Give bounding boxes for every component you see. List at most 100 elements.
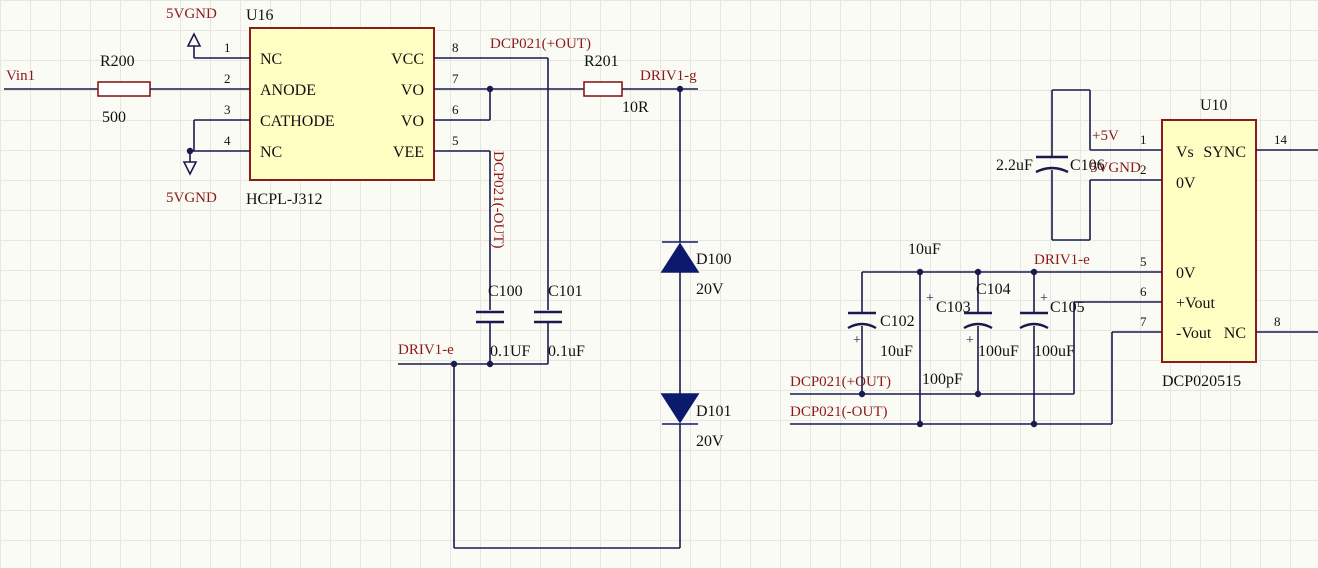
- u16-pin-6-number: 6: [452, 102, 459, 117]
- c103-polarity: +: [926, 291, 934, 306]
- u16-pin-3-number: 3: [224, 102, 231, 117]
- u10-pin-8-name: NC: [1224, 325, 1246, 342]
- capacitor-c105[interactable]: + C105 100uF: [1019, 291, 1085, 360]
- capacitor-c101[interactable]: C101 0.1uF: [534, 283, 585, 360]
- u16-designator: U16: [246, 7, 274, 24]
- net-label-dcp-pos-top: DCP021(+OUT): [490, 36, 591, 52]
- resistor-r200[interactable]: R200 500: [97, 53, 151, 126]
- u10-body[interactable]: [1161, 119, 1257, 363]
- net-label-vgnd-u10: 5VGND: [1090, 160, 1141, 176]
- u10-pin-14-number: 14: [1274, 132, 1288, 147]
- net-label-driv-e-left: DRIV1-e: [398, 342, 454, 358]
- capacitor-c100[interactable]: C100 0.1UF: [476, 283, 531, 360]
- resistor-r201-body[interactable]: [583, 81, 623, 97]
- u16-pin-8-number: 8: [452, 40, 459, 55]
- u10-pin-1-name: Vs: [1176, 144, 1194, 161]
- u10-pin-7-name: -Vout: [1176, 325, 1212, 342]
- net-label-driv-g: DRIV1-g: [640, 68, 697, 84]
- c104-polarity: +: [966, 333, 974, 348]
- u10-pin-8-number: 8: [1274, 314, 1281, 329]
- d101-designator: D101: [696, 403, 732, 420]
- u10-pin-5-number: 5: [1140, 254, 1147, 269]
- u16-part-number: HCPL-J312: [246, 191, 322, 208]
- r201-value: 10R: [622, 99, 649, 116]
- u10-pin-6-number: 6: [1140, 284, 1147, 299]
- u16-pin-1-number: 1: [224, 40, 231, 55]
- c106-value: 2.2uF: [996, 157, 1033, 174]
- c102-value: 10uF: [880, 343, 913, 360]
- net-label-dcp-neg-vertical: DCP021(-OUT): [490, 151, 506, 249]
- c103-designator: C103: [936, 299, 971, 316]
- u16-pin-2-name: ANODE: [260, 82, 316, 99]
- u16-pin-5-number: 5: [452, 133, 459, 148]
- net-label-dcp-pos-right: DCP021(+OUT): [790, 374, 891, 390]
- gnd-top-label: 5VGND: [166, 6, 217, 22]
- u10-part-number: DCP020515: [1162, 373, 1241, 390]
- u16-pin-1-name: NC: [260, 51, 282, 68]
- gnd-symbol-top[interactable]: 5VGND: [166, 6, 217, 58]
- capacitor-c103[interactable]: + C103 100pF: [922, 291, 971, 388]
- u16-optocoupler[interactable]: U16 HCPL-J312 1 2 3 4 NC ANODE CATHODE N…: [194, 7, 490, 208]
- c105-designator: C105: [1050, 299, 1085, 316]
- capacitor-c106[interactable]: 2.2uF C106: [996, 155, 1105, 174]
- resistor-r200-body[interactable]: [97, 81, 151, 97]
- u10-designator: U10: [1200, 97, 1228, 114]
- net-label-plus5v: +5V: [1092, 128, 1119, 144]
- r200-value: 500: [102, 109, 126, 126]
- zener-diode-icon: [660, 242, 700, 273]
- u10-pin-1-number: 1: [1140, 132, 1147, 147]
- junction-dot: [186, 147, 194, 155]
- c101-designator: C101: [548, 283, 583, 300]
- d100-value: 20V: [696, 281, 724, 298]
- u16-pin-6-name: VO: [401, 113, 424, 130]
- gnd-bottom-label: 5VGND: [166, 190, 217, 206]
- u10-pin-5-name: 0V: [1176, 265, 1196, 282]
- u16-pin-4-number: 4: [224, 133, 231, 148]
- u16-pin-4-name: NC: [260, 144, 282, 161]
- gnd-symbol-bottom[interactable]: 5VGND: [166, 151, 217, 206]
- ground-icon: [182, 161, 198, 176]
- c102-polarity: +: [853, 333, 861, 348]
- u10-dcdc-converter[interactable]: U10 DCP020515 1 2 5 6 7 14 8 Vs 0V 0V +V…: [1090, 97, 1318, 390]
- net-label-driv-e-right: DRIV1-e: [1034, 252, 1090, 268]
- c105-value: 100uF: [1034, 343, 1075, 360]
- u16-pin-3-name: CATHODE: [260, 113, 335, 130]
- c102-top-value: 10uF: [908, 241, 941, 258]
- u16-pin-2-number: 2: [224, 71, 231, 86]
- c104-value: 100uF: [978, 343, 1019, 360]
- u16-body[interactable]: [249, 27, 435, 181]
- diode-d100[interactable]: D100 20V: [660, 241, 732, 298]
- u10-pin-7-number: 7: [1140, 314, 1147, 329]
- u16-pin-5-name: VEE: [393, 144, 424, 161]
- resistor-r201[interactable]: R201 10R: [583, 53, 649, 116]
- junction-dot: [486, 85, 494, 93]
- u10-pin-14-name: SYNC: [1203, 144, 1246, 161]
- u10-pin-2-name: 0V: [1176, 175, 1196, 192]
- c102-designator: C102: [880, 313, 915, 330]
- u10-pin-6-name: +Vout: [1176, 295, 1216, 312]
- ground-icon: [186, 32, 202, 47]
- capacitor-c104[interactable]: + C104 100uF: [963, 281, 1019, 360]
- diode-d101[interactable]: D101 20V: [660, 393, 732, 450]
- c104-designator: C104: [976, 281, 1011, 298]
- r200-designator: R200: [100, 53, 135, 70]
- c105-polarity: +: [1040, 291, 1048, 306]
- u16-pin-7-name: VO: [401, 82, 424, 99]
- u10-pin-2-number: 2: [1140, 162, 1147, 177]
- c100-value: 0.1UF: [490, 343, 531, 360]
- zener-diode-icon: [660, 393, 700, 424]
- c101-value: 0.1uF: [548, 343, 585, 360]
- d101-value: 20V: [696, 433, 724, 450]
- c106-designator: C106: [1070, 157, 1105, 174]
- c100-designator: C100: [488, 283, 523, 300]
- junction-dot: [486, 360, 494, 368]
- r201-designator: R201: [584, 53, 619, 70]
- u16-pin-7-number: 7: [452, 71, 459, 86]
- capacitor-c102[interactable]: + C102 10uF: [847, 311, 915, 360]
- c103-value: 100pF: [922, 371, 963, 388]
- net-label-vin1: Vin1: [6, 68, 35, 84]
- net-label-dcp-neg-right: DCP021(-OUT): [790, 404, 888, 420]
- u16-pin-8-name: VCC: [391, 51, 424, 68]
- d100-designator: D100: [696, 251, 732, 268]
